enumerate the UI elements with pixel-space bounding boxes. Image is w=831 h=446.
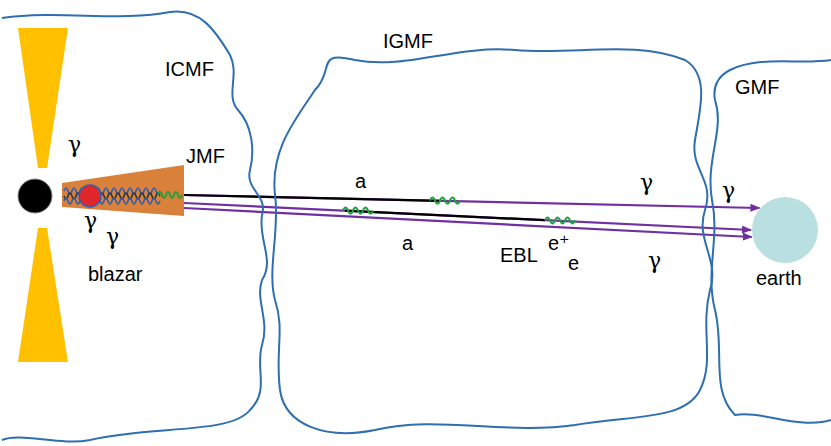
core-disc bbox=[79, 185, 101, 207]
region-outline bbox=[2, 12, 267, 442]
photon-wave bbox=[64, 198, 160, 204]
particle-symbol: γ bbox=[84, 210, 97, 232]
jet-bar bbox=[18, 228, 68, 362]
conversion-spring bbox=[545, 217, 575, 223]
igmf-region: IGMF bbox=[255, 30, 715, 446]
region-outline bbox=[272, 49, 712, 433]
particle-symbol: γ bbox=[106, 226, 119, 248]
node-label: GMF bbox=[735, 76, 779, 98]
core-disc bbox=[752, 197, 818, 263]
conversion-spring bbox=[343, 208, 373, 214]
particle-label: EBL bbox=[500, 244, 538, 266]
particle-label: e⁺ bbox=[548, 232, 570, 254]
jet-cone bbox=[62, 165, 184, 216]
particle-label: e bbox=[568, 252, 579, 274]
core-disc bbox=[18, 179, 52, 213]
region-outline bbox=[710, 60, 831, 423]
jet: JMF bbox=[62, 145, 184, 220]
earth: earth bbox=[752, 197, 818, 263]
node-label: ICMF bbox=[165, 58, 214, 80]
earth-shape bbox=[752, 197, 818, 263]
jet-shape bbox=[62, 145, 184, 220]
axion-path bbox=[345, 211, 545, 221]
node-label: blazar bbox=[88, 263, 142, 285]
photon-ray bbox=[184, 203, 751, 230]
photon-ray bbox=[184, 208, 752, 237]
particle-symbol: γ bbox=[68, 134, 81, 156]
node-label: JMF bbox=[186, 145, 225, 167]
particle-label: a bbox=[355, 170, 366, 192]
node-label: IGMF bbox=[383, 30, 433, 52]
icmf-region: ICMF blazar JMF bbox=[0, 0, 280, 446]
conversion-spring bbox=[430, 198, 460, 204]
particle-symbol: γ bbox=[640, 172, 653, 194]
icmf-region-shape bbox=[0, 0, 280, 446]
jet-bar bbox=[18, 28, 68, 168]
particle-label: a bbox=[402, 232, 413, 254]
igmf-region-shape bbox=[255, 30, 715, 446]
gmf-region: GMF earth bbox=[700, 50, 831, 446]
particle-symbol: γ bbox=[722, 180, 735, 202]
axion-path bbox=[184, 195, 440, 201]
node-label: earth bbox=[756, 267, 802, 289]
particle-symbol: γ bbox=[648, 250, 661, 272]
conversion-spring bbox=[158, 192, 182, 198]
